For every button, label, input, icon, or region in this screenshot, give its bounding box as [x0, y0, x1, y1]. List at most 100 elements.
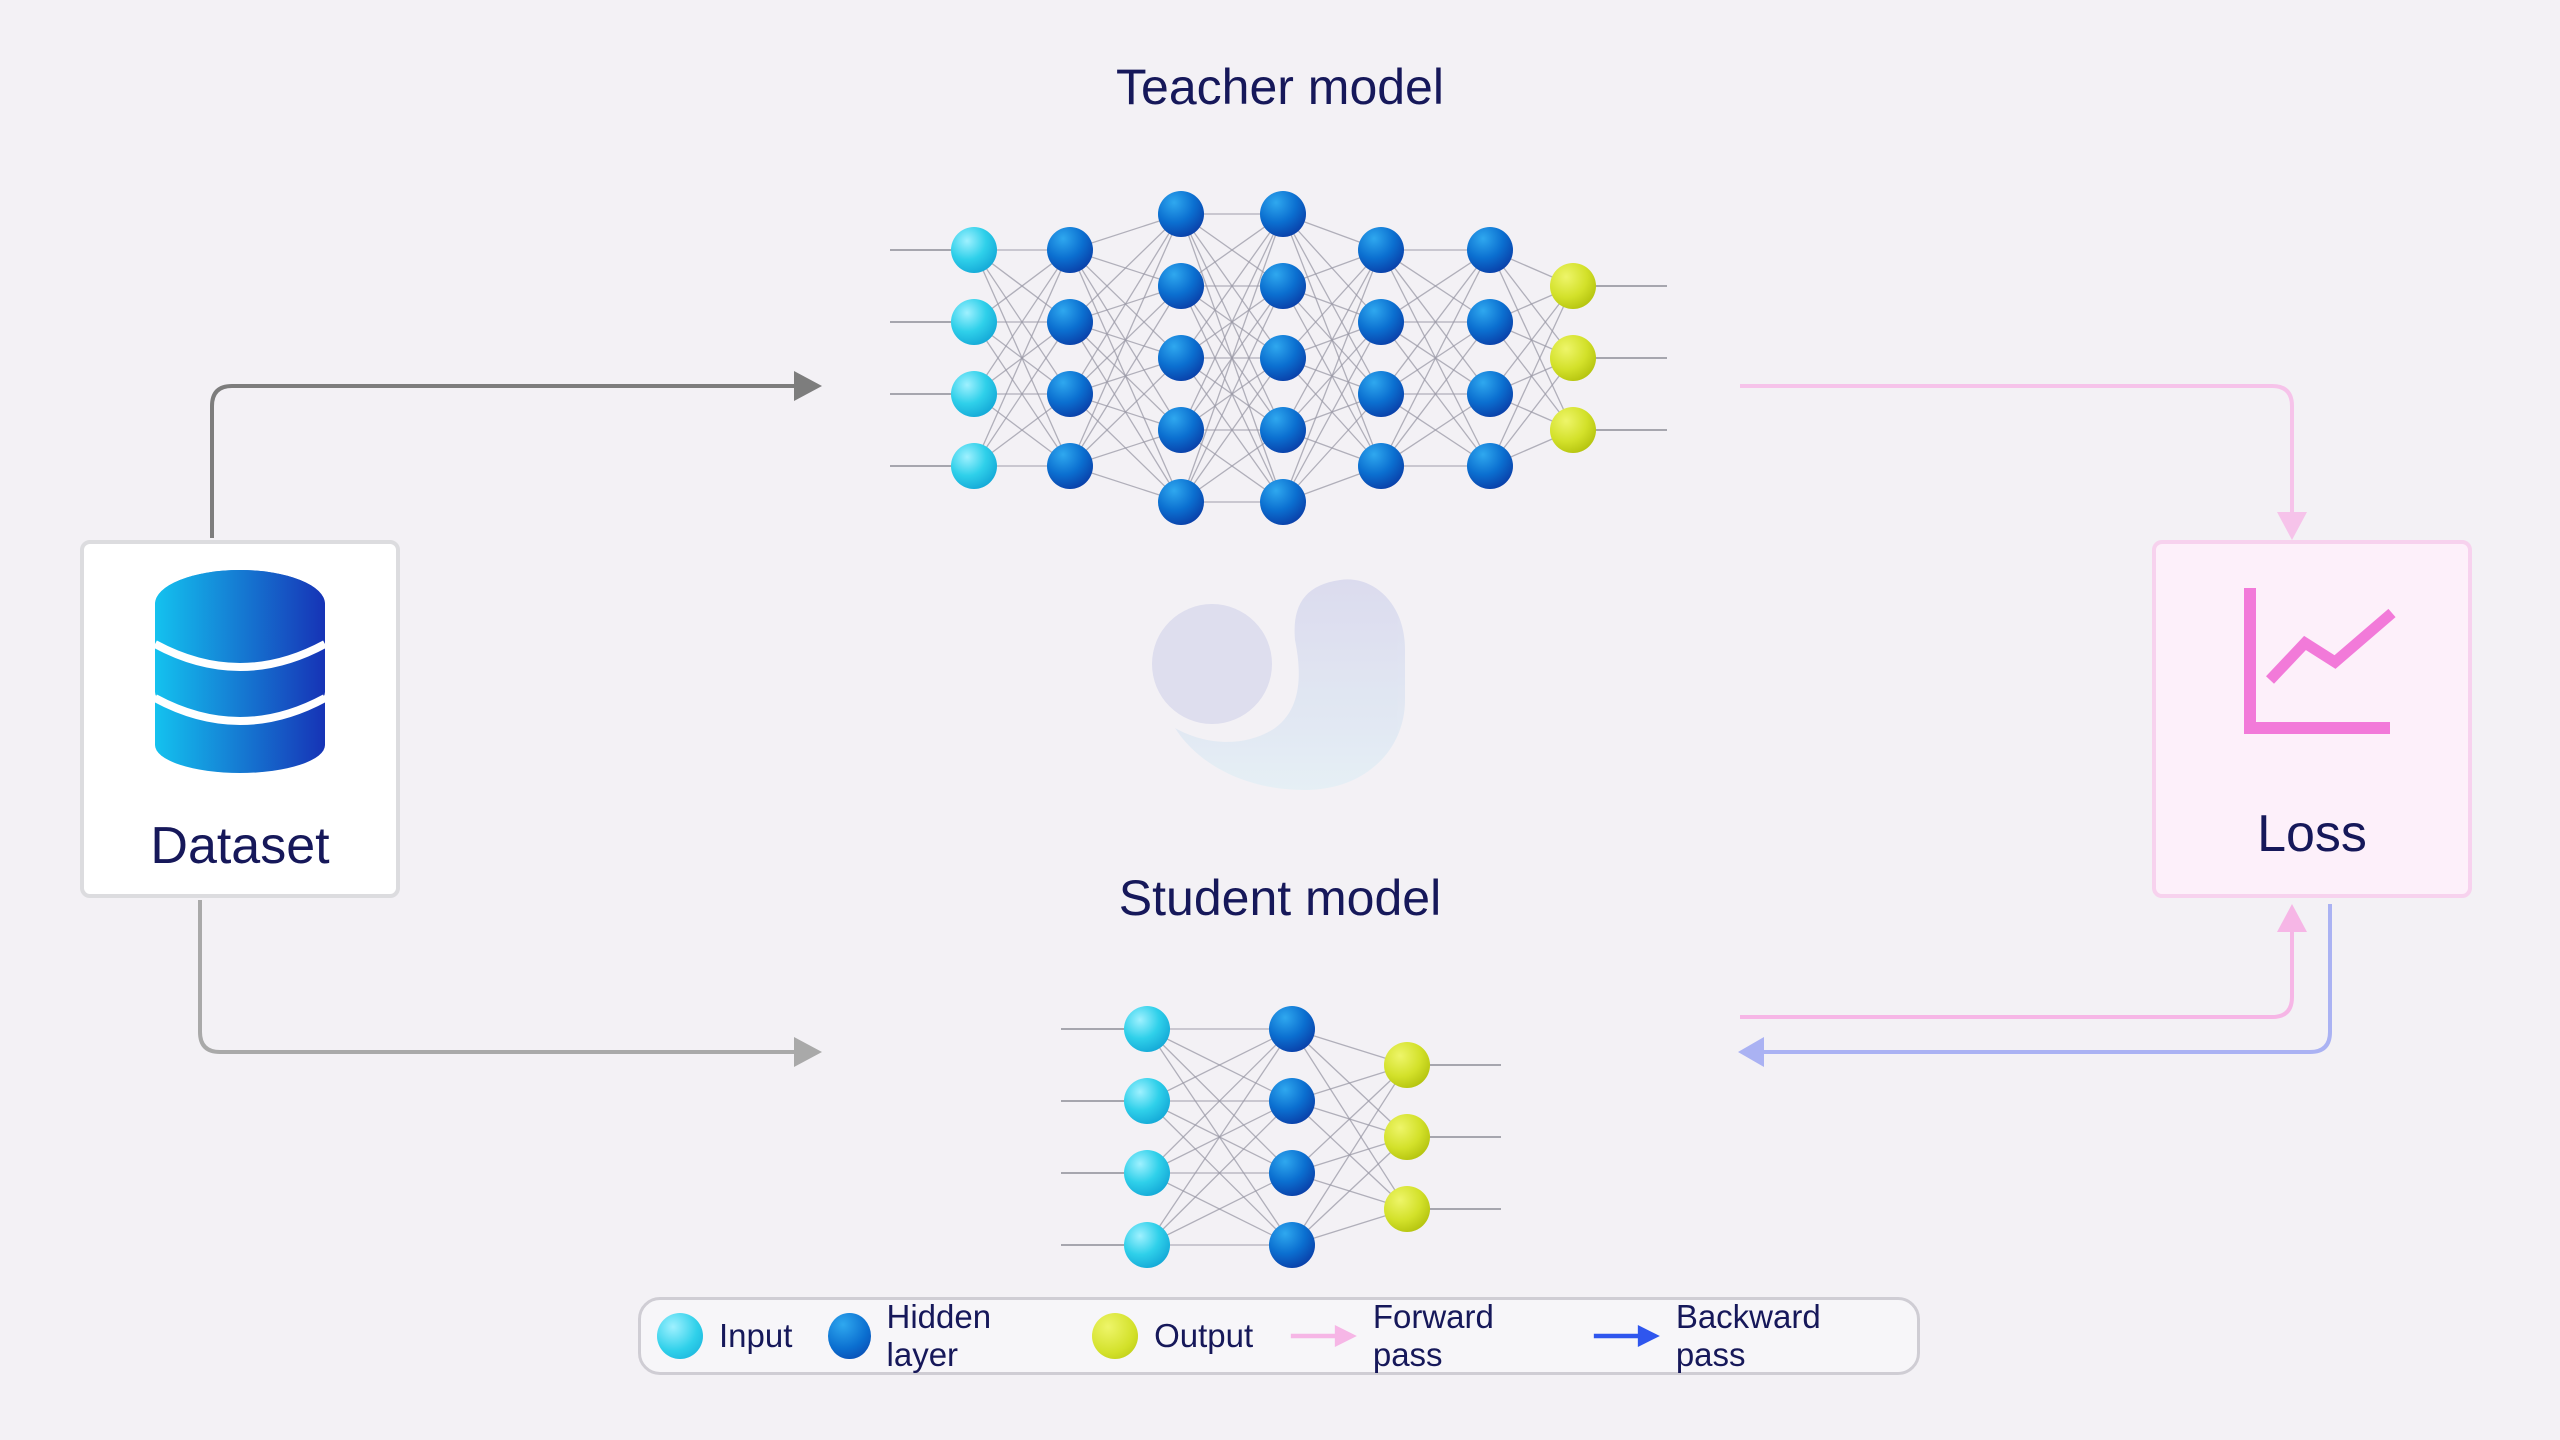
- input-node: [1124, 1150, 1170, 1196]
- hidden-node: [1158, 407, 1204, 453]
- connection-line: [973, 249, 1071, 395]
- legend-input-label: Input: [719, 1317, 793, 1354]
- connection-line: [1180, 357, 1284, 503]
- legend-output-label: Output: [1154, 1317, 1254, 1354]
- teacher-to-loss-arrowhead: [2277, 512, 2307, 540]
- connection-line: [1380, 321, 1491, 467]
- dataset-to-teacher-arrowhead: [794, 371, 822, 401]
- dataset-to-teacher-arrow: [210, 384, 800, 538]
- student-network: [1061, 1006, 1501, 1268]
- dataset-label: Dataset: [150, 817, 330, 875]
- input-node: [951, 299, 997, 345]
- teacher-network: [890, 191, 1667, 525]
- input-node: [1124, 1222, 1170, 1268]
- loss-to-student-backward-arrowhead: [1738, 1037, 1764, 1067]
- hidden-node: [1467, 299, 1513, 345]
- input-node: [951, 443, 997, 489]
- legend: Input Hidden layer Output Forward pass B…: [638, 1297, 1920, 1375]
- backward-arrow-icon: [1593, 1324, 1660, 1348]
- connection-line: [1180, 285, 1284, 503]
- hidden-node: [1158, 479, 1204, 525]
- connection-line: [1146, 1028, 1293, 1174]
- legend-hidden-label: Hidden layer: [886, 1298, 992, 1373]
- output-node: [1550, 407, 1596, 453]
- hidden-node: [1358, 299, 1404, 345]
- input-node: [951, 227, 997, 273]
- dataset-to-student-arrow: [198, 900, 800, 1054]
- connection-line: [1069, 213, 1182, 323]
- connection-line: [973, 249, 1071, 467]
- legend-forward-label: Forward pass: [1372, 1298, 1494, 1373]
- legend-backward: Backward pass: [1592, 1298, 1881, 1374]
- student-model-title: Student model: [1118, 870, 1442, 926]
- connection-line: [1380, 249, 1491, 467]
- output-node: [1384, 1186, 1430, 1232]
- loss-to-student-backward-arrow: [1760, 904, 2332, 1054]
- line-chart-icon: [2244, 588, 2396, 734]
- forward-arrow-icon: [1291, 1324, 1358, 1348]
- input-node: [951, 371, 997, 417]
- dataset-card: [80, 540, 400, 898]
- hidden-node: [1467, 371, 1513, 417]
- hidden-node: [1260, 263, 1306, 309]
- hidden-node: [1158, 191, 1204, 237]
- hidden-node: [1358, 443, 1404, 489]
- connection-line: [1146, 1172, 1293, 1246]
- hidden-node: [1047, 371, 1093, 417]
- connection-line: [1282, 321, 1382, 503]
- background-logo: [1152, 579, 1405, 790]
- teacher-model-title: Teacher model: [1116, 59, 1444, 115]
- connection-line: [1282, 393, 1382, 503]
- connection-line: [1291, 1136, 1408, 1246]
- loss-card: [2152, 540, 2472, 898]
- legend-input: Input: [657, 1313, 792, 1359]
- connection-line: [1282, 249, 1382, 431]
- hidden-node: [1047, 299, 1093, 345]
- hidden-node: [1467, 227, 1513, 273]
- connection-line: [1146, 1028, 1293, 1246]
- hidden-node: [1047, 443, 1093, 489]
- connection-line: [1069, 213, 1182, 395]
- connection-line: [1291, 1064, 1408, 1174]
- hidden-node: [1260, 479, 1306, 525]
- output-node-swatch: [1092, 1313, 1139, 1359]
- hidden-node-swatch: [828, 1313, 871, 1359]
- hidden-node: [1467, 443, 1513, 489]
- connection-line: [1380, 249, 1491, 395]
- input-node-swatch: [657, 1313, 703, 1359]
- teacher-to-loss-arrow: [1740, 384, 2294, 520]
- legend-backward-label: Backward pass: [1675, 1298, 1821, 1373]
- hidden-node: [1269, 1222, 1315, 1268]
- connection-line: [1282, 249, 1382, 359]
- connection-line: [1146, 1028, 1293, 1102]
- hidden-node: [1358, 227, 1404, 273]
- hidden-node: [1269, 1150, 1315, 1196]
- connection-line: [1069, 285, 1182, 467]
- connection-line: [973, 321, 1071, 467]
- hidden-node: [1158, 335, 1204, 381]
- connection-line: [1291, 1064, 1408, 1246]
- connection-line: [1180, 213, 1284, 503]
- input-node: [1124, 1078, 1170, 1124]
- connection-line: [1180, 213, 1284, 359]
- output-node: [1550, 263, 1596, 309]
- student-to-loss-arrow: [1740, 925, 2294, 1019]
- hidden-node: [1158, 263, 1204, 309]
- loss-label: Loss: [2257, 805, 2367, 863]
- connection-line: [1489, 285, 1574, 467]
- student-to-loss-arrowhead: [2277, 904, 2307, 932]
- legend-output: Output: [1092, 1313, 1253, 1359]
- connection-line: [1282, 249, 1382, 503]
- hidden-node: [1260, 407, 1306, 453]
- connection-line: [1180, 213, 1284, 431]
- output-node: [1384, 1114, 1430, 1160]
- output-node: [1384, 1042, 1430, 1088]
- hidden-node: [1260, 191, 1306, 237]
- hidden-node: [1269, 1078, 1315, 1124]
- hidden-node: [1047, 227, 1093, 273]
- legend-forward: Forward pass: [1289, 1298, 1556, 1374]
- legend-hidden: Hidden layer: [828, 1298, 1056, 1374]
- connections: [1061, 1028, 1501, 1246]
- database-icon: [153, 570, 327, 773]
